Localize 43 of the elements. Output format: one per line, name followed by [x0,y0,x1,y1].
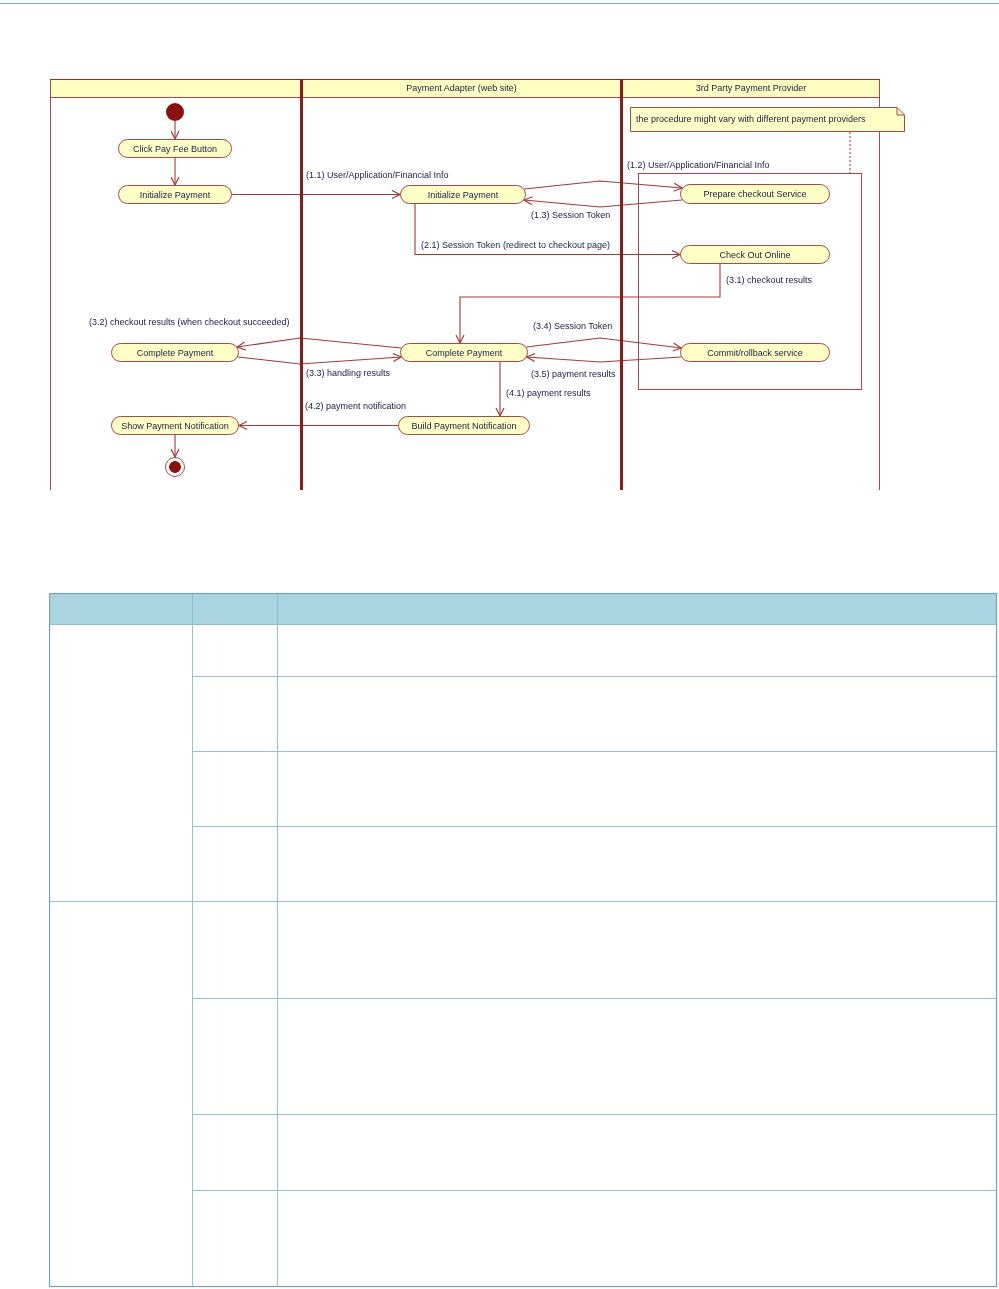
end-node-icon [165,457,185,477]
action-node: Initialize Payment [400,185,526,204]
dashed-connector [849,131,851,174]
edge-label: (4.1) payment results [505,388,592,399]
note-box: the procedure might vary with different payment providers [630,107,905,132]
edge-label: (2.1) Session Token (redirect to checkout page) [420,240,611,251]
edge-label: (3.5) payment results [530,369,617,380]
action-node: Click Pay Fee Button [118,139,232,158]
edge-label: (1.2) User/Application/Financial Info [626,160,771,171]
arrow [523,196,683,208]
arrow [170,120,180,140]
arrow [231,189,401,200]
action-node: Show Payment Notification [111,416,239,435]
edge-label: (3.2) checkout results (when checkout succeeded) [88,317,291,328]
edge-label: (1.3) Session Token [530,210,612,221]
action-node: Complete Payment [400,343,528,362]
action-node: Check Out Online [680,245,830,264]
edge-label: (3.1) checkout results [725,275,814,286]
arrow [526,352,682,363]
arrow [525,337,682,352]
action-node: Build Payment Notification [398,416,530,435]
arrow [238,420,399,431]
arrow [236,337,402,351]
lane-header: Payment Adapter (web site) [303,80,620,98]
lane-header: 3rd Party Payment Provider [623,80,879,98]
arrow [170,434,180,458]
action-node: Prepare checkout Service [680,184,830,204]
arrow [495,361,505,417]
action-node: Initialize Payment [118,185,232,204]
edge-label: (3.3) handling results [305,368,392,379]
arrow [170,157,180,186]
arrow [237,352,402,365]
action-node: Complete Payment [111,343,239,362]
arrow [523,180,683,192]
edge-label: (1.1) User/Application/Financial Info [305,170,450,181]
start-node-icon [166,103,184,121]
action-node: Commit/rollback service [680,343,830,362]
edge-label: (4.2) payment notification [304,401,408,412]
arrow [414,203,681,260]
swimlane [50,79,300,490]
region-box [638,173,862,390]
arrow [455,263,721,344]
edge-label: (3.4) Session Token [532,321,614,332]
